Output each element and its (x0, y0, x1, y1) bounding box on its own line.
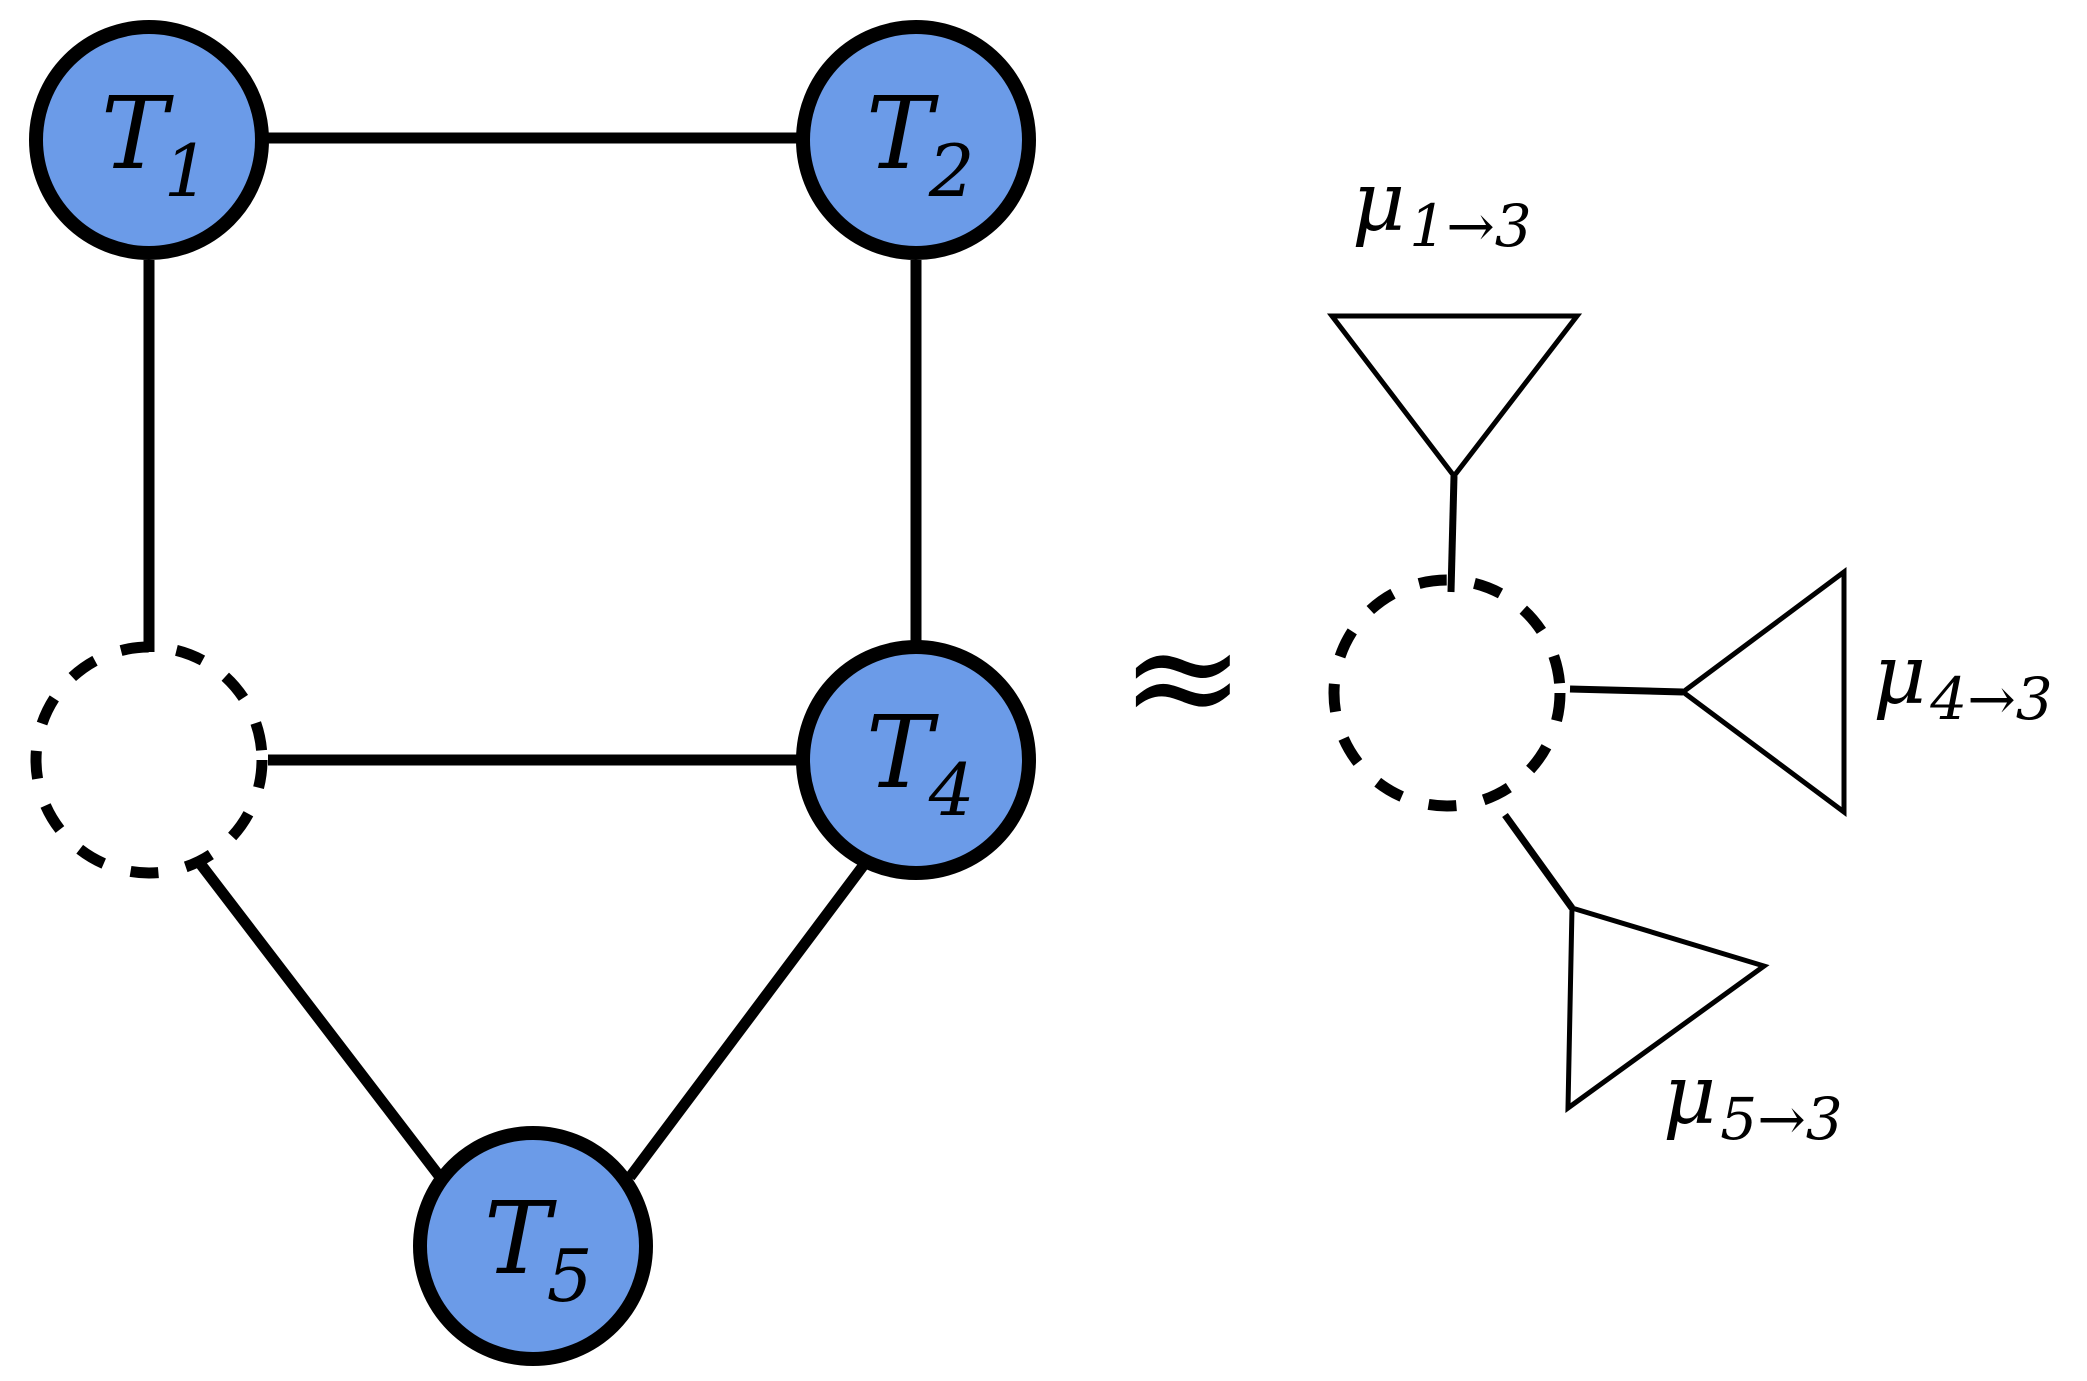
node-t5-label: T5 (484, 1180, 593, 1318)
edge-t4-t5 (625, 858, 871, 1181)
node-t2 (796, 20, 1036, 260)
message-triangle-4-3 (1678, 567, 1847, 817)
message-diagram (1326, 313, 1847, 1113)
node-t1 (29, 20, 269, 260)
message-label-5-3: μ5→3 (1663, 1048, 1843, 1153)
message-label-4-3: μ4→3 (1873, 628, 2053, 733)
message-labels: μ1→3 μ4→3 μ5→3 (1352, 155, 2053, 1153)
node-t3-missing (30, 641, 268, 879)
message-edge-5-3 (1502, 812, 1575, 911)
node-labels: T1 T2 T4 T5 (101, 75, 975, 1318)
approx-symbol: ≈ (1120, 590, 1246, 764)
message-target-node (1328, 574, 1566, 812)
node-t5 (413, 1126, 653, 1366)
message-edge-1-3 (1447, 475, 1458, 593)
node-t1-label: T1 (101, 75, 210, 213)
message-triangle-1-3 (1326, 313, 1583, 481)
graph-nodes (29, 20, 1036, 1366)
node-t4-label: T4 (866, 694, 975, 832)
node-t2-label: T2 (866, 75, 975, 213)
edge-t3-t5 (194, 858, 445, 1181)
message-triangle-5-3 (1565, 904, 1770, 1113)
node-t4 (796, 640, 1036, 880)
message-label-1-3: μ1→3 (1352, 155, 1532, 260)
graph-edges (143, 132, 922, 1181)
message-edge-4-3 (1569, 685, 1684, 696)
